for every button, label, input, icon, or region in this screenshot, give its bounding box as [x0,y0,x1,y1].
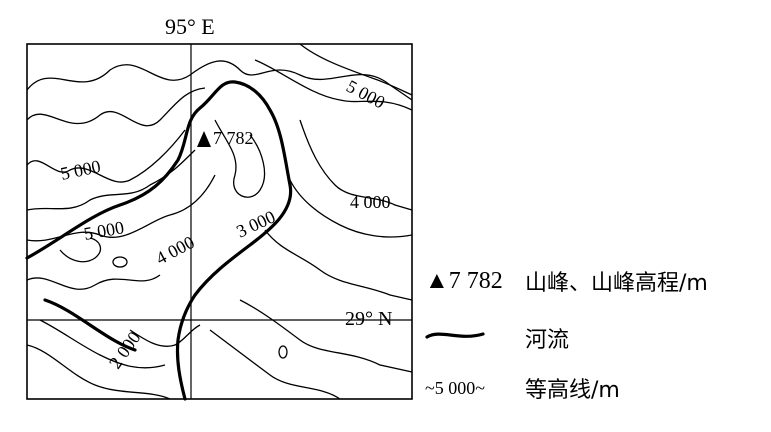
contour-line [112,256,128,268]
contour-line [214,119,266,198]
peak-triangle-icon [197,131,211,147]
contour-line [209,329,341,400]
contour-line [264,229,413,301]
legend-peak-symbol: ▲7 782 [425,267,503,294]
contour-line [26,87,206,127]
contour-label: 4 000 [350,192,391,212]
contour-label: 5 000 [59,156,103,184]
legend-contour-label: 等高线/m [525,378,620,403]
river-line-icon [425,325,525,352]
contour-line [239,299,413,373]
contour-line [278,345,288,359]
contour-line [299,43,413,96]
contour-line [59,237,102,263]
contour-line [26,274,161,290]
contour-line [289,179,413,238]
contour-line [254,59,413,111]
contour-line [299,119,413,211]
contour-line [26,129,186,183]
contour-line [26,149,196,211]
legend-item-contour: ~5 000~ 等高线/m [425,372,620,404]
map-frame [26,43,413,400]
contour-line-icon: ~5 000~ [425,377,485,398]
legend-item-river: 河流 [425,322,569,354]
river-line [25,80,293,401]
legend-peak-label: 山峰、山峰高程/m [525,271,708,296]
contour-label: 2 000 [105,328,145,373]
contour-label: 3 000 [233,206,278,241]
river-lines [25,80,293,401]
contour-line [129,324,201,347]
legend-item-peak: ▲7 782 山峰、山峰高程/m [425,265,708,297]
contour-line [39,319,166,369]
latitude-label: 29° N [345,308,392,330]
legend-contour-value: 5 000 [434,377,476,398]
legend-river-label: 河流 [525,328,570,353]
contour-line [26,344,171,400]
longitude-label: 95° E [165,14,215,39]
river-line [43,298,137,352]
peak-elevation-label: 7 782 [213,128,254,148]
contour-line [26,60,413,101]
contour-lines [26,43,413,400]
